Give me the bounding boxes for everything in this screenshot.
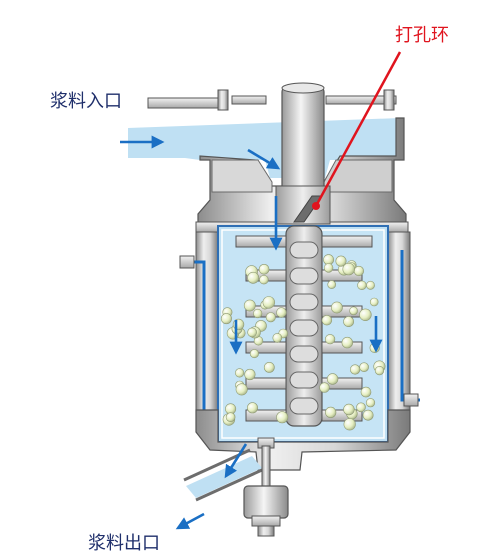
inlet-pipe — [147, 89, 397, 111]
grinding-bead — [243, 299, 256, 312]
grinding-bead — [325, 406, 337, 419]
grinding-bead — [249, 349, 259, 359]
grinding-bead — [359, 362, 369, 373]
grinding-bead — [259, 275, 269, 285]
outlet-label: 浆料出口 — [88, 533, 160, 554]
grinding-bead — [272, 333, 283, 343]
grinding-bead — [343, 403, 355, 416]
grinding-bead — [253, 308, 263, 319]
grinding-bead — [326, 373, 339, 385]
inlet-label: 浆料入口 — [50, 91, 122, 112]
grinding-bead — [235, 368, 245, 378]
rotor — [285, 225, 323, 427]
grinding-bead — [366, 280, 375, 290]
grinding-bead — [369, 297, 379, 307]
grinding-bead — [360, 386, 372, 398]
lower-housing — [195, 409, 411, 471]
grinding-bead — [342, 262, 355, 276]
grinding-bead — [265, 312, 276, 323]
grinding-bead — [325, 334, 336, 345]
grinding-bead — [319, 382, 330, 393]
feed-flow-arrow — [247, 148, 281, 170]
grinding-bead — [276, 307, 287, 318]
grinding-bead — [262, 296, 275, 309]
grinding-bead — [343, 418, 356, 431]
grinding-bead — [353, 265, 365, 277]
flow-arrows — [120, 135, 383, 530]
grinding-bead — [357, 280, 367, 290]
grinding-bead — [247, 271, 260, 284]
grinding-bead — [225, 412, 236, 423]
grinding-bead — [349, 306, 358, 316]
grinding-bead — [263, 361, 275, 373]
outlet-internal-arrow — [224, 443, 248, 479]
grinding-bead — [276, 411, 289, 424]
grinding-bead — [321, 315, 333, 326]
grinding-bead — [258, 263, 270, 275]
perforated-ring-label: 打孔环 — [395, 25, 449, 46]
grinding-bead — [244, 368, 256, 381]
grinding-bead — [343, 316, 354, 327]
grinding-bead — [350, 364, 361, 375]
outlet-flow-arrow — [175, 512, 205, 530]
grinding-bead — [341, 336, 353, 349]
grinding-bead — [330, 301, 343, 314]
perforated-ring-callout — [312, 51, 402, 210]
grinding-bead — [335, 255, 347, 267]
grinding-bead — [247, 402, 259, 414]
grinding-bead — [374, 366, 385, 376]
drive-shaft — [275, 82, 331, 225]
slurry-inlet-band — [128, 118, 400, 178]
grinding-bead — [356, 402, 366, 413]
cooling-jacket-pipes — [179, 250, 420, 410]
grinding-bead — [362, 409, 374, 421]
grinding-bead — [365, 398, 376, 408]
grinding-bead — [220, 313, 232, 325]
grinding-bead — [247, 327, 257, 338]
grinding-bead — [235, 383, 248, 396]
grinding-bead — [323, 263, 334, 273]
grinding-bead — [359, 308, 372, 321]
outlet-valve — [243, 437, 289, 537]
grinding-bead — [327, 280, 337, 289]
